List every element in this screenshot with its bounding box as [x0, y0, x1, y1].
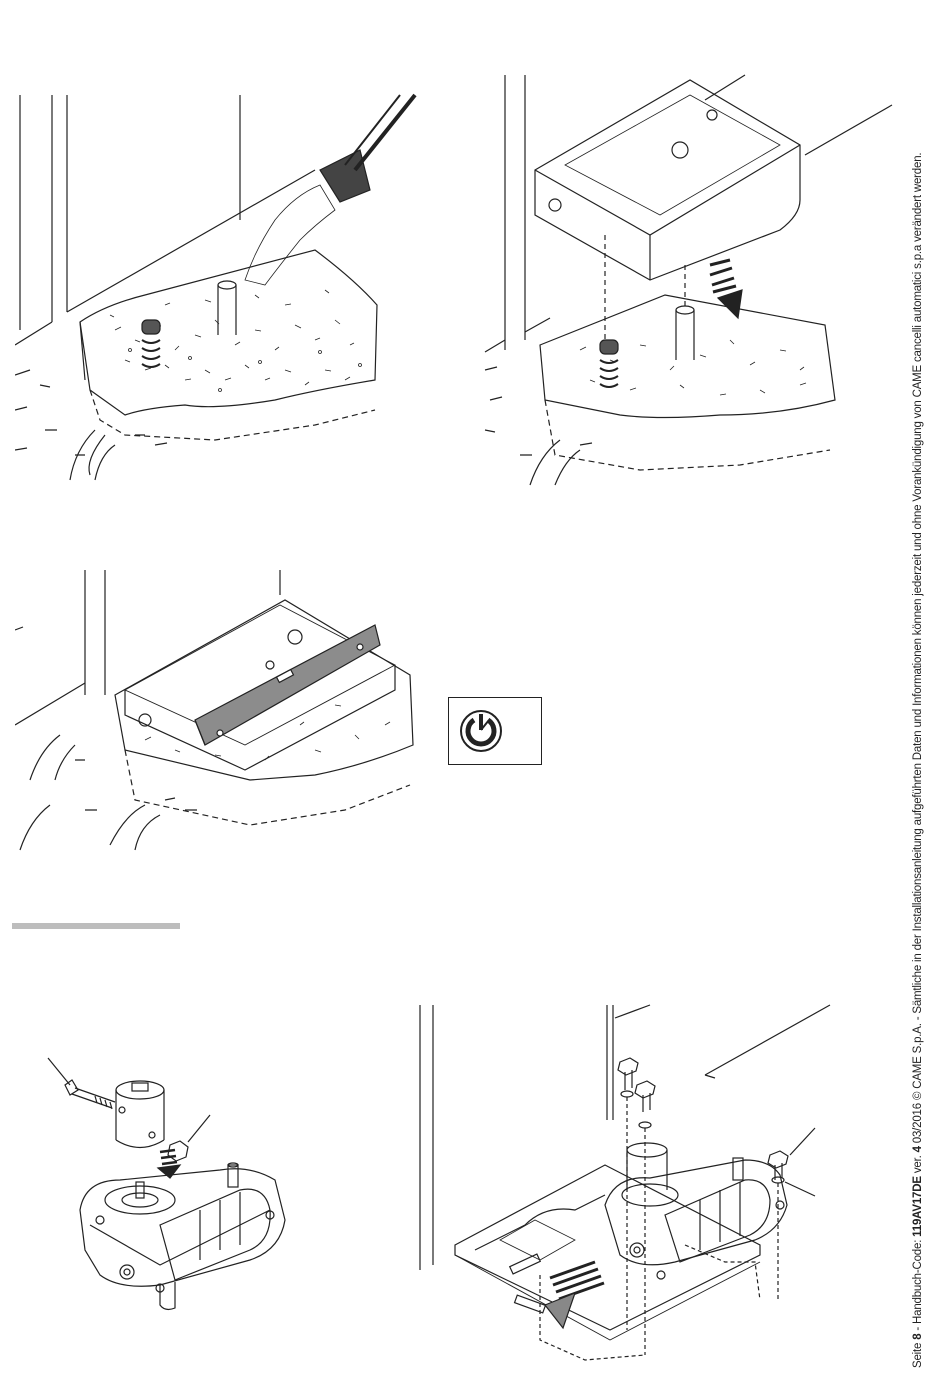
- timer-icon-box: [448, 697, 542, 765]
- manual-code: 119AV17DE: [912, 1176, 924, 1237]
- version-number: 4: [912, 1146, 924, 1152]
- illustration-level-box: [15, 565, 425, 855]
- version-label: ver.: [912, 1152, 924, 1176]
- illustration-place-foundation-box: [480, 70, 895, 490]
- section-separator: [12, 923, 180, 929]
- illustration-gearmotor-lever: [40, 1050, 300, 1380]
- illustration-mount-gearmotor: [415, 1000, 835, 1375]
- legal-notice: 03/2016 © CAME S.p.A. - Sämtliche in der…: [912, 153, 924, 1147]
- illustration-pour-concrete: [15, 90, 425, 490]
- page-prefix: Seite: [912, 1343, 924, 1368]
- clock-power-icon: [449, 698, 541, 764]
- footer-text: Seite 8 - Handbuch-Code: 119AV17DE ver. …: [912, 153, 924, 1368]
- page-footer-vertical: Seite 8 - Handbuch-Code: 119AV17DE ver. …: [912, 0, 940, 1378]
- page-number: 8: [912, 1334, 924, 1340]
- code-label: - Handbuch-Code:: [912, 1237, 924, 1334]
